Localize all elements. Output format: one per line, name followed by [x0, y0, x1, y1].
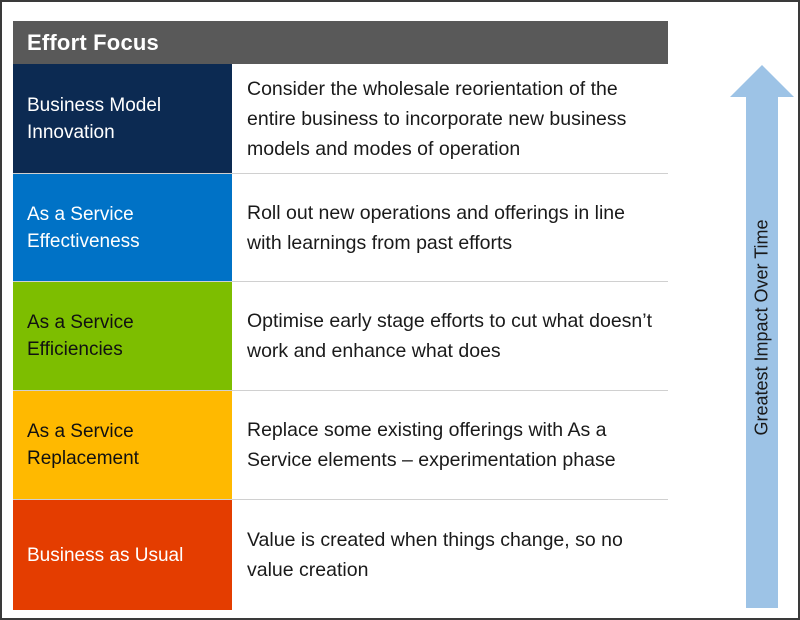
row-description-text: Roll out new operations and offerings in…: [247, 201, 625, 254]
row-description-text: Optimise early stage efforts to cut what…: [247, 310, 653, 362]
row-label-text: As a Service Replacement: [27, 421, 139, 469]
row-description-business-model-innovation: Consider the wholesale reorientation of …: [232, 64, 668, 173]
row-label-as-a-service-effectiveness: As a Service Effectiveness: [13, 174, 232, 281]
row-label-as-a-service-efficiencies: As a Service Efficiencies: [13, 282, 232, 390]
effort-focus-matrix: Effort Focus Business Model Innovation C…: [13, 21, 668, 610]
impact-axis: Greatest Impact Over Time: [724, 42, 798, 612]
row-label-text: Business Model Innovation: [27, 94, 162, 143]
page-title: Effort Focus: [27, 29, 159, 55]
row-label-text: Business as Usual: [27, 544, 184, 566]
row-description-business-as-usual: Value is created when things change, so …: [232, 500, 668, 610]
row-description-text: Consider the wholesale reorientation of …: [247, 77, 627, 160]
matrix-rows: Business Model Innovation Consider the w…: [13, 64, 668, 610]
table-row: Business as Usual Value is created when …: [13, 500, 668, 610]
row-label-business-as-usual: Business as Usual: [13, 500, 232, 610]
row-description-text: Replace some existing offerings with As …: [247, 419, 616, 471]
matrix-header: Effort Focus: [13, 21, 668, 64]
table-row: As a Service Efficiencies Optimise early…: [13, 282, 668, 391]
up-arrow-icon: [730, 65, 794, 608]
row-label-as-a-service-replacement: As a Service Replacement: [13, 391, 232, 499]
row-description-as-a-service-replacement: Replace some existing offerings with As …: [232, 391, 668, 499]
table-row: As a Service Effectiveness Roll out new …: [13, 174, 668, 282]
row-label-text: As a Service Efficiencies: [27, 312, 134, 360]
table-row: As a Service Replacement Replace some ex…: [13, 391, 668, 500]
row-label-text: As a Service Effectiveness: [27, 203, 140, 252]
row-description-as-a-service-effectiveness: Roll out new operations and offerings in…: [232, 174, 668, 281]
row-description-text: Value is created when things change, so …: [247, 529, 623, 581]
row-description-as-a-service-efficiencies: Optimise early stage efforts to cut what…: [232, 282, 668, 390]
table-row: Business Model Innovation Consider the w…: [13, 64, 668, 174]
row-label-business-model-innovation: Business Model Innovation: [13, 64, 232, 173]
